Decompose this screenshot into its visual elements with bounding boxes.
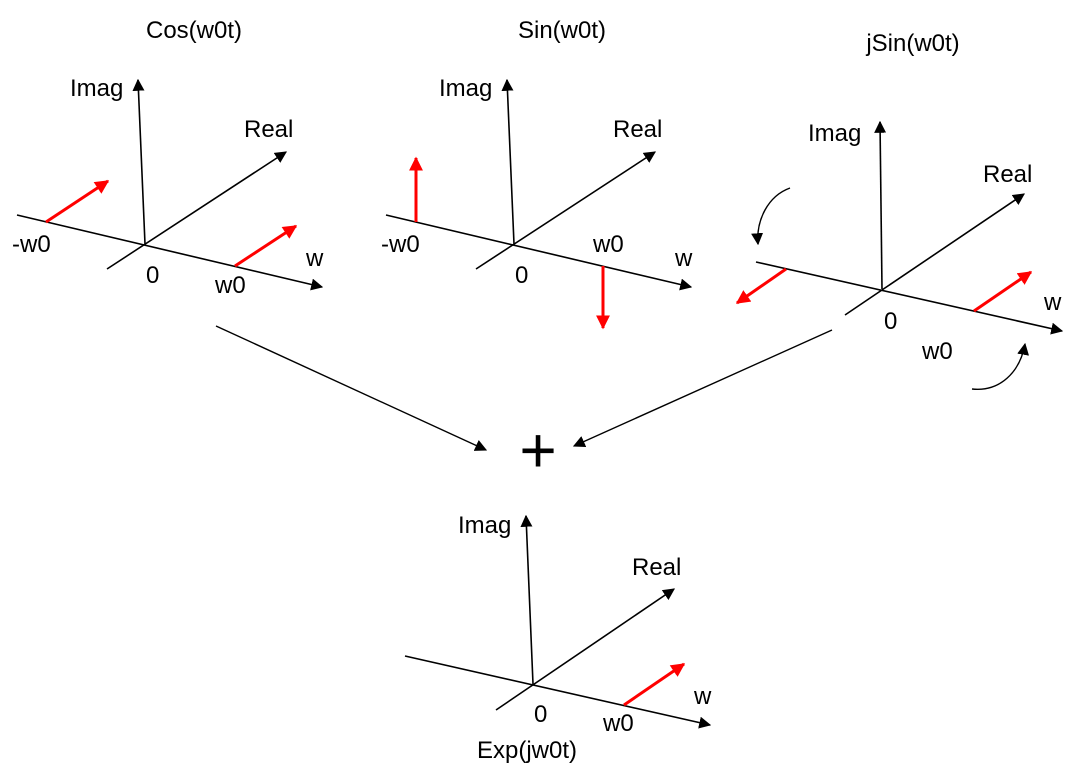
cos-title: Cos(w0t): [146, 17, 242, 44]
sin-title: Sin(w0t): [518, 17, 606, 44]
cos-real-label: Real: [244, 116, 293, 143]
rotation-arrow-top: [751, 187, 791, 246]
exp-title: Exp(jw0t): [477, 737, 577, 764]
cos-neg-w0-label: -w0: [12, 231, 51, 258]
sin-real-axis: [475, 151, 657, 270]
sin-origin-label: 0: [515, 262, 528, 289]
jsin-imag-axis: [874, 120, 887, 290]
exp-vector-positive: [623, 662, 686, 707]
exp-panel: Imag Real w 0 w0 Exp(jw0t): [404, 512, 712, 764]
jsin-vector-positive: [973, 270, 1033, 313]
sin-w0-label: w0: [592, 231, 624, 258]
jsin-vector-negative: [735, 267, 787, 305]
exp-imag-label: Imag: [458, 512, 511, 539]
cos-origin-label: 0: [146, 262, 159, 289]
sin-panel: Sin(w0t) Imag Real w 0 -w0 w0: [381, 17, 693, 330]
jsin-panel: jSin(w0t) Imag Real w 0 w0: [735, 30, 1064, 390]
cos-imag-label: Imag: [70, 75, 123, 102]
exp-real-label: Real: [632, 554, 681, 581]
sin-w-label: w: [674, 245, 693, 272]
jsin-real-axis: [844, 193, 1025, 316]
cos-imag-axis: [132, 78, 146, 245]
sin-real-label: Real: [613, 116, 662, 143]
sin-neg-w0-label: -w0: [381, 231, 420, 258]
exp-w-label: w: [693, 683, 712, 710]
jsin-title: jSin(w0t): [865, 30, 959, 57]
cos-vector-negative: [45, 179, 110, 224]
rotation-arrow-bottom: [971, 342, 1030, 390]
jsin-frequency-axis: [755, 261, 1064, 335]
cos-w-label: w: [305, 245, 324, 272]
cos-to-sum-arrow: [215, 325, 488, 451]
sin-imag-axis: [501, 78, 515, 245]
sin-imag-label: Imag: [439, 75, 492, 102]
exp-frequency-axis: [404, 655, 712, 729]
jsin-to-sum-arrow: [572, 329, 833, 448]
jsin-origin-label: 0: [884, 308, 897, 335]
jsin-w-label: w: [1043, 289, 1062, 316]
sin-frequency-axis: [385, 214, 693, 291]
jsin-w0-label: w0: [921, 338, 953, 365]
exp-w0-label: w0: [602, 710, 634, 737]
cos-vector-positive: [234, 224, 298, 268]
exp-real-axis: [495, 588, 675, 711]
cos-panel: Cos(w0t) Imag Real w 0 -w0 w0: [12, 17, 324, 299]
plus-sign: +: [519, 414, 556, 486]
jsin-real-label: Real: [983, 161, 1032, 188]
cos-real-axis: [106, 151, 288, 270]
exp-origin-label: 0: [534, 701, 547, 728]
cos-frequency-axis: [16, 214, 324, 291]
cos-w0-label: w0: [214, 272, 246, 299]
sum-connectors: +: [215, 325, 833, 486]
jsin-imag-label: Imag: [808, 120, 861, 147]
exp-imag-axis: [520, 514, 534, 685]
